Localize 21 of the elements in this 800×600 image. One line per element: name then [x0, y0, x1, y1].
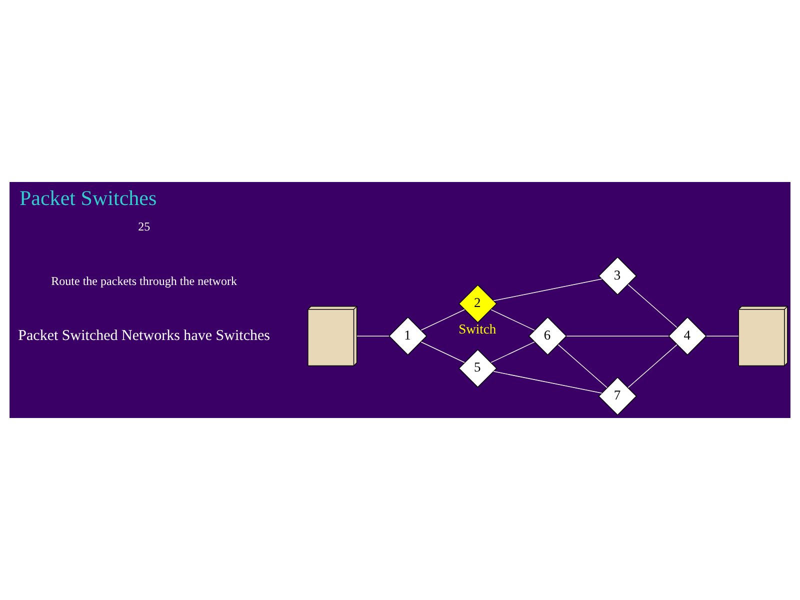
- label: Route the packets through the network: [51, 274, 238, 288]
- connector: [490, 342, 535, 363]
- node-diamond: 3: [598, 256, 637, 296]
- label: Packet Switched Networks have Switches: [18, 328, 270, 344]
- connector: [493, 371, 602, 394]
- node-diamond: 7: [598, 376, 637, 416]
- connector: [493, 278, 602, 302]
- connector: [420, 309, 465, 331]
- connector: [628, 284, 678, 328]
- connector: [628, 344, 678, 388]
- connector: [420, 342, 465, 363]
- node-diamond: 2: [458, 284, 498, 324]
- node-diamond: 4: [668, 316, 707, 356]
- connector: [558, 344, 608, 388]
- node-diamond: 1: [388, 316, 428, 356]
- label: 25: [138, 220, 150, 234]
- connector: [490, 309, 535, 331]
- node-label: Switch: [458, 321, 496, 336]
- node-diamond: 6: [528, 316, 568, 356]
- diagram-title: Packet Switches: [19, 186, 157, 210]
- node-diamond: 5: [458, 349, 498, 388]
